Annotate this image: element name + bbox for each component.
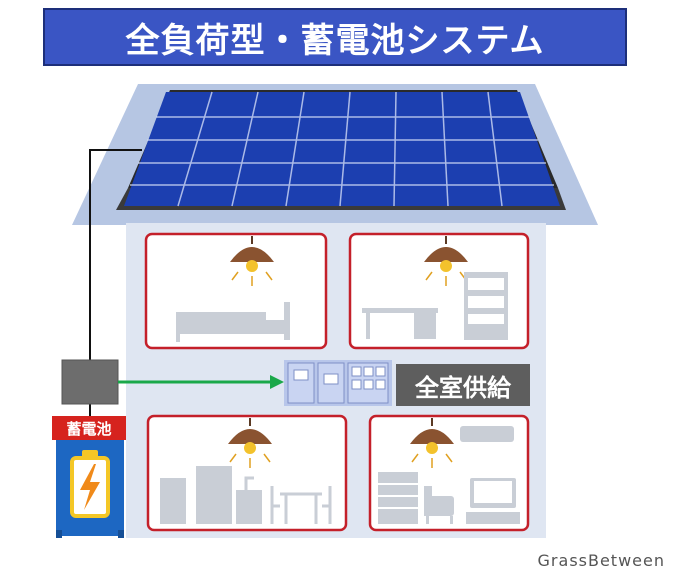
room-bedroom (144, 232, 328, 350)
power-cable (89, 149, 142, 360)
pendant-lamp-icon (410, 418, 454, 468)
dining-table-icon (270, 486, 332, 524)
page-title: 全負荷型・蓄電池システム (125, 20, 545, 61)
room-living (368, 414, 530, 532)
pendant-lamp-icon (230, 236, 274, 286)
bookshelf-icon (464, 272, 508, 340)
air-conditioner-icon (460, 426, 514, 442)
bed-icon (176, 302, 290, 342)
armchair-icon (424, 486, 454, 524)
power-conditioner (61, 359, 119, 405)
pendant-lamp-icon (424, 236, 468, 286)
supply-arrow (118, 375, 284, 389)
fridge-icon (160, 466, 232, 524)
battery-label: 蓄電池 (52, 416, 126, 440)
room-study (348, 232, 530, 350)
sink-icon (236, 476, 262, 524)
desk-icon (362, 308, 438, 339)
battery-icon (56, 440, 124, 538)
tv-icon (466, 478, 520, 524)
lightning-icon (80, 464, 100, 510)
supply-label: 全室供給 (396, 364, 530, 406)
watermark: GrassBetween (537, 551, 665, 570)
pendant-lamp-icon (228, 418, 272, 468)
distribution-board-icon (284, 360, 392, 406)
room-kitchen (146, 414, 348, 532)
dresser-icon (378, 472, 418, 524)
solar-panel-icon (116, 90, 566, 210)
title-banner: 全負荷型・蓄電池システム (43, 8, 627, 66)
